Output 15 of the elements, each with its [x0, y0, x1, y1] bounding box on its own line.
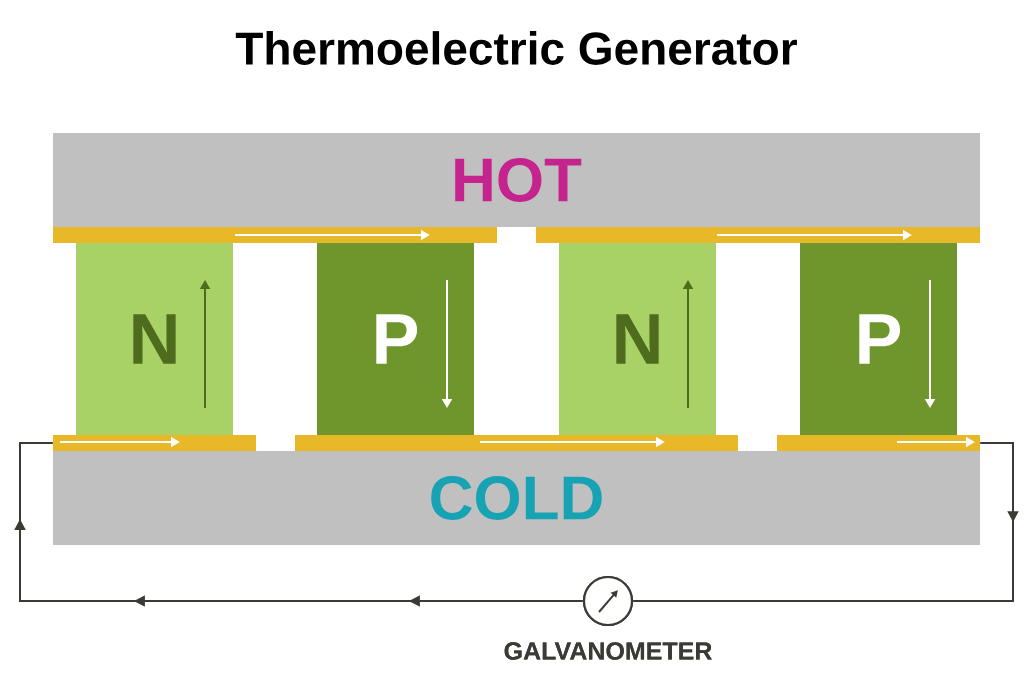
- n-type-block: N: [76, 243, 233, 435]
- hot-plate: HOT: [53, 133, 980, 227]
- conductor-strip: [777, 435, 980, 451]
- n-type-block: N: [559, 243, 716, 435]
- conductor-strip: [53, 435, 256, 451]
- cold-plate: COLD: [53, 451, 980, 545]
- circuit-wire: [632, 442, 1019, 602]
- conductor-strip: [53, 227, 497, 243]
- p-type-block: P: [800, 243, 957, 435]
- p-type-block: P: [317, 243, 474, 435]
- conductor-strip: [536, 227, 980, 243]
- title: Thermoelectric Generator: [235, 31, 797, 65]
- conductor-strip: [295, 435, 738, 451]
- circuit-wire: [14, 442, 584, 607]
- galvanometer-label: GALVANOMETER: [504, 642, 712, 660]
